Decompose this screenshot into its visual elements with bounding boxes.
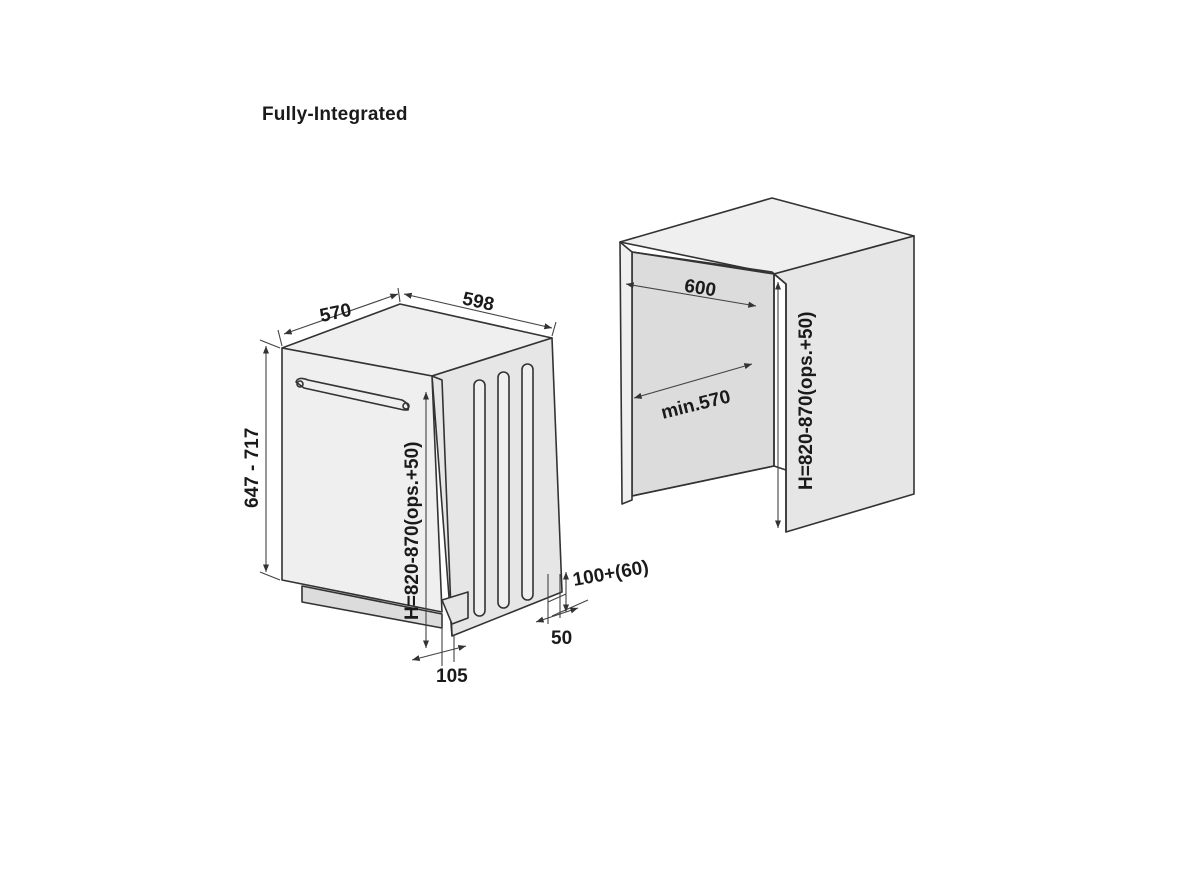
dim-cabinet-height: H=820-870(ops.+50)	[774, 282, 817, 528]
dim-600-label: 600	[683, 276, 718, 302]
toe-kick-recess	[441, 591, 469, 625]
dim-door-height: 647 - 717	[242, 339, 281, 581]
dim-toe-gap: 105	[411, 614, 468, 687]
side-rib-2	[497, 371, 510, 609]
dim-50-label: 50	[551, 628, 572, 649]
dim-plinth-height-label: 100+(60)	[571, 557, 650, 591]
dim-dishwasher-height: H=820-870(ops.+50)	[402, 392, 430, 648]
dishwasher-side-panel	[431, 337, 563, 637]
cabinet-niche	[619, 197, 915, 533]
door-edge	[431, 375, 453, 637]
cabinet-side-panel	[773, 235, 915, 533]
cabinet-inner-top-edge	[631, 251, 787, 285]
cabinet-left-panel	[619, 241, 633, 505]
dim-door-height-label: 647 - 717	[242, 428, 263, 508]
side-rib-1	[473, 379, 486, 617]
dim-598-label: 598	[461, 289, 496, 316]
dim-105-label: 105	[436, 666, 468, 687]
dim-plinth-height: 100+(60)	[547, 557, 650, 617]
dishwasher-unit	[281, 303, 563, 637]
dim-dishwasher-height-label: H=820-870(ops.+50)	[402, 442, 423, 621]
handle-mount-right	[402, 402, 410, 410]
door-handle	[295, 377, 410, 411]
cabinet-inner-floor-edge	[631, 465, 787, 497]
dim-cabinet-width: 600	[625, 276, 757, 308]
diagram-title: Fully-Integrated	[262, 104, 408, 125]
handle-mount-left	[296, 380, 304, 388]
dim-plinth-depth: 50	[535, 574, 579, 649]
dim-cabinet-height-label: H=820-870(ops.+50)	[796, 312, 817, 491]
side-rib-3	[521, 363, 534, 601]
dishwasher-door	[281, 347, 443, 613]
